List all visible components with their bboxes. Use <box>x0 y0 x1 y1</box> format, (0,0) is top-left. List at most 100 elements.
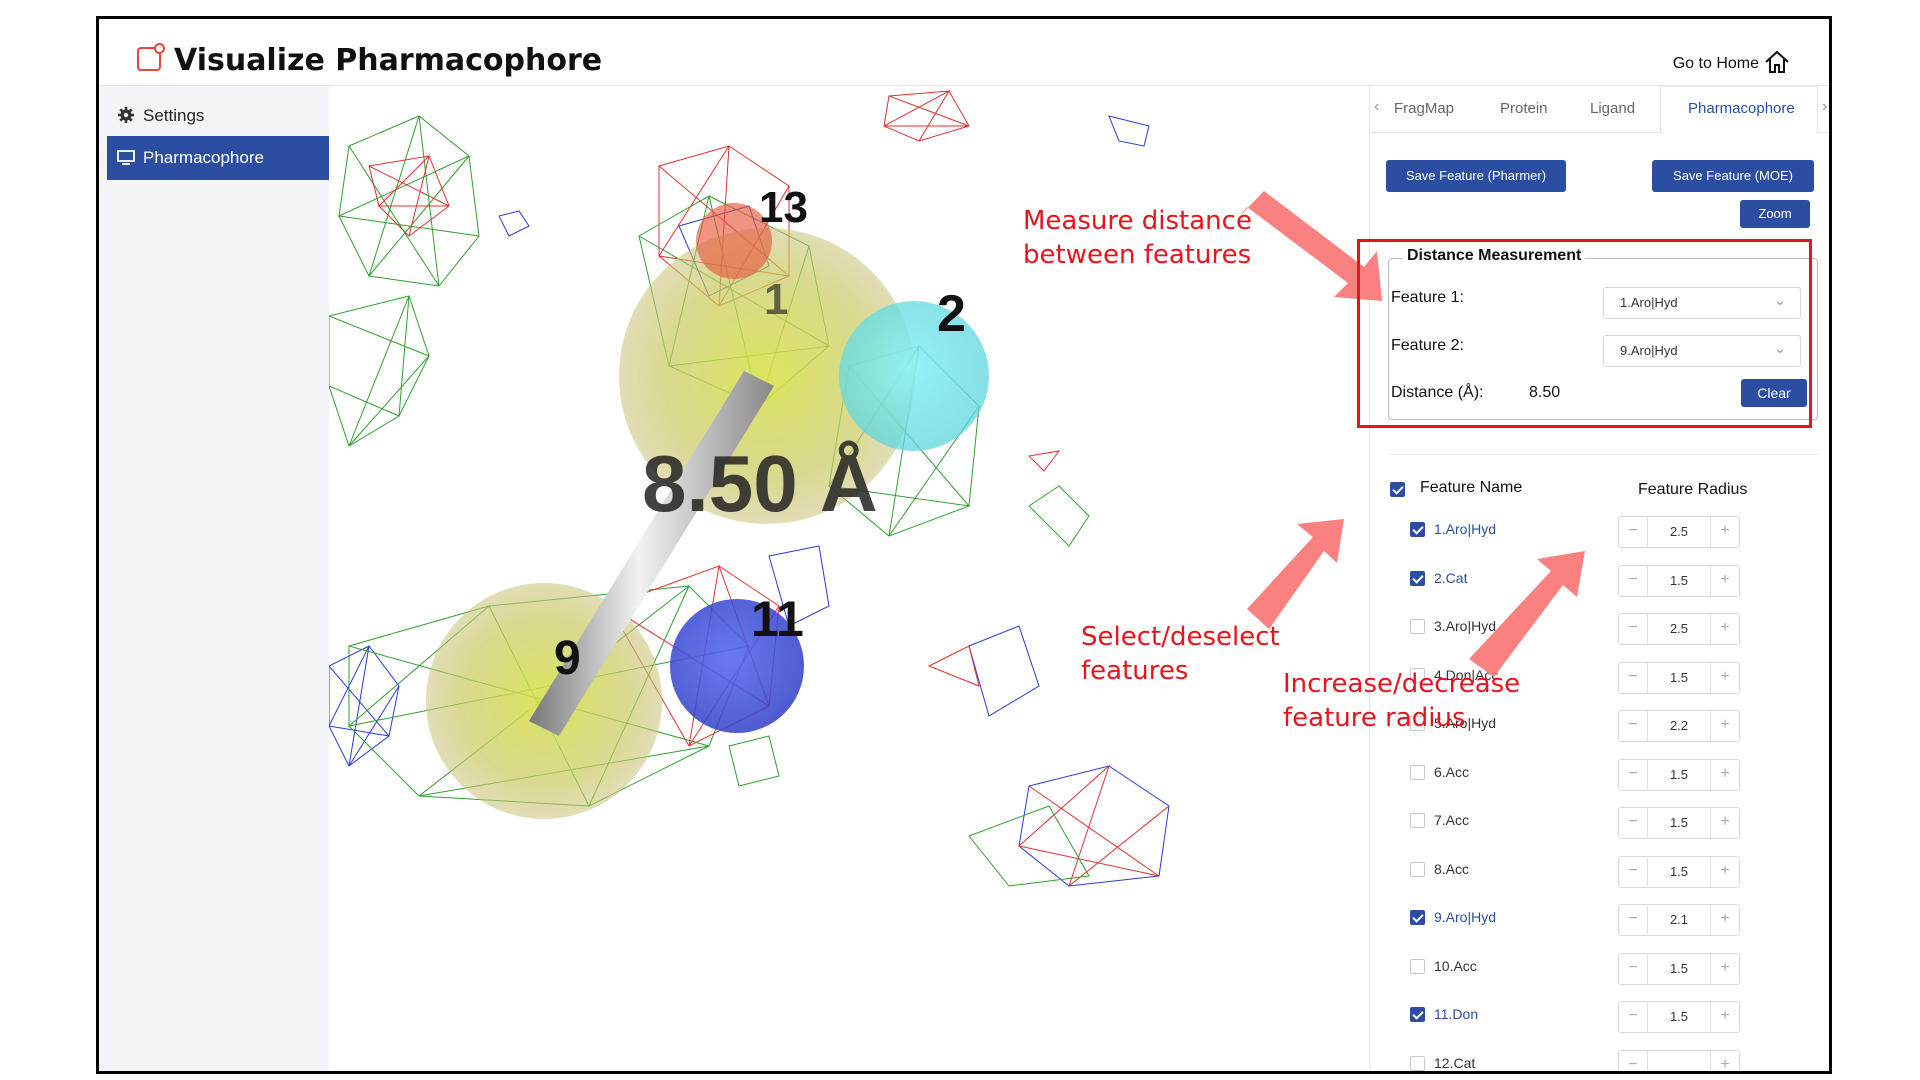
feature-radius-stepper[interactable]: − 2.1 + <box>1618 904 1740 936</box>
feature-sphere-13[interactable] <box>696 203 772 279</box>
increase-radius-button[interactable]: + <box>1710 953 1739 984</box>
feature-name[interactable]: 1.Aro|Hyd <box>1434 521 1496 537</box>
molecule-viewer[interactable]: 13 1 2 9 11 8.50 Å <box>328 86 1369 1074</box>
feature-checkbox[interactable] <box>1410 764 1425 780</box>
feature-radius-stepper[interactable]: − 1.5 + <box>1618 952 1740 985</box>
feature-radius-stepper[interactable]: −+ <box>1618 1049 1740 1071</box>
feature-checkbox[interactable] <box>1410 1007 1425 1022</box>
home-icon[interactable] <box>1763 48 1791 76</box>
decrease-radius-button[interactable]: − <box>1619 953 1648 984</box>
decrease-radius-button[interactable]: − <box>1619 1050 1648 1071</box>
app-logo-icon <box>137 43 165 71</box>
feature-radius-value[interactable]: 2.5 <box>1669 621 1689 636</box>
decrease-radius-button[interactable]: − <box>1619 808 1648 838</box>
increase-radius-button[interactable]: + <box>1710 856 1739 887</box>
feature-name[interactable]: 5.Aro|Hyd <box>1434 715 1496 731</box>
increase-radius-button[interactable]: + <box>1710 1002 1739 1032</box>
viewer-canvas[interactable]: 13 1 2 9 11 8.50 Å <box>328 86 1369 1074</box>
feature-checkbox[interactable] <box>1410 716 1425 731</box>
feature-name[interactable]: 12.Cat <box>1434 1054 1476 1071</box>
decrease-radius-button[interactable]: − <box>1619 614 1648 644</box>
feature-radius-value[interactable]: 1.5 <box>1669 863 1689 879</box>
feature-checkbox[interactable] <box>1410 619 1425 634</box>
feature-checkbox[interactable] <box>1410 570 1425 586</box>
feature-sphere-2[interactable] <box>839 301 989 451</box>
feature-checkbox[interactable] <box>1410 813 1425 828</box>
feature-name[interactable]: 6.Acc <box>1434 763 1470 780</box>
feature-checkbox[interactable] <box>1410 667 1425 683</box>
increase-radius-button[interactable]: + <box>1710 517 1739 547</box>
feature-name[interactable]: 11.Don <box>1434 1006 1479 1022</box>
feature-radius-stepper[interactable]: − 1.5 + <box>1618 564 1740 597</box>
select-all-checkbox[interactable] <box>1390 482 1405 497</box>
annotation-measure-distance: Measure distance between features <box>1023 206 1252 270</box>
save-feature-moe-button[interactable]: Save Feature (MOE) <box>1652 160 1814 192</box>
feature-name[interactable]: 2.Cat <box>1434 569 1468 586</box>
distance-rod <box>529 371 774 736</box>
increase-radius-button[interactable]: + <box>1710 905 1739 935</box>
feature-radius-value[interactable]: 1.5 <box>1669 1009 1689 1024</box>
feature-radius-stepper[interactable]: − 1.5 + <box>1618 1001 1740 1033</box>
tab-protein[interactable]: Protein <box>1500 100 1548 117</box>
tab-fragmap[interactable]: FragMap <box>1394 100 1455 117</box>
feature-name[interactable]: 8.Acc <box>1434 860 1470 877</box>
tab-next-icon[interactable]: › <box>1822 98 1828 115</box>
increase-radius-button[interactable]: + <box>1710 565 1739 596</box>
feature-radius-value[interactable]: 1.5 <box>1669 669 1689 685</box>
tab-ligand[interactable]: Ligand <box>1590 100 1636 117</box>
feature-radius-value[interactable]: 2.5 <box>1669 524 1689 539</box>
feature-checkbox[interactable] <box>1410 522 1425 537</box>
feature-checkbox[interactable] <box>1410 861 1425 877</box>
feature-sphere-1[interactable] <box>619 228 915 524</box>
increase-radius-button[interactable]: + <box>1710 808 1739 838</box>
feature-name[interactable]: 7.Acc <box>1434 812 1470 828</box>
feature-radius-value[interactable]: 1.5 <box>1669 572 1689 588</box>
feature-radius-stepper[interactable]: − 2.5 + <box>1618 516 1740 548</box>
decrease-radius-button[interactable]: − <box>1619 517 1648 547</box>
decrease-radius-button[interactable]: − <box>1619 759 1648 790</box>
go-home-link[interactable]: Go to Home <box>1672 55 1759 72</box>
feature-name[interactable]: 10.Acc <box>1434 957 1477 974</box>
feature-radius-value[interactable]: 1.5 <box>1669 960 1689 976</box>
feature-name[interactable]: 9.Aro|Hyd <box>1434 909 1496 925</box>
feature2-select[interactable]: 9.Aro|Hyd ⌄ <box>1603 335 1801 367</box>
feature-radius-value[interactable]: 2.1 <box>1669 912 1689 927</box>
sidebar-item-pharmacophore[interactable]: Pharmacophore <box>107 136 329 180</box>
feature-radius-stepper[interactable]: − 1.5 + <box>1618 661 1740 694</box>
increase-radius-button[interactable]: + <box>1710 614 1739 644</box>
decrease-radius-button[interactable]: − <box>1619 565 1648 596</box>
decrease-radius-button[interactable]: − <box>1619 856 1648 887</box>
feature-name[interactable]: 3.Aro|Hyd <box>1434 618 1496 634</box>
increase-radius-button[interactable]: + <box>1710 759 1739 790</box>
tab-pharmacophore[interactable]: Pharmacophore <box>1688 100 1795 117</box>
save-feature-pharmer-button[interactable]: Save Feature (Pharmer) <box>1386 160 1566 192</box>
increase-radius-button[interactable]: + <box>1710 711 1739 741</box>
feature-radius-stepper[interactable]: − 1.5 + <box>1618 807 1740 839</box>
feature-checkbox[interactable] <box>1410 1055 1425 1071</box>
zoom-button[interactable]: Zoom <box>1740 200 1810 228</box>
annotation-arrow-select <box>1247 519 1344 629</box>
decrease-radius-button[interactable]: − <box>1619 1002 1648 1032</box>
feature-radius-value[interactable]: 1.5 <box>1669 815 1689 830</box>
increase-radius-button[interactable]: + <box>1710 1050 1739 1071</box>
annotation-overlay <box>1239 191 1585 677</box>
decrease-radius-button[interactable]: − <box>1619 905 1648 935</box>
feature-radius-stepper[interactable]: − 1.5 + <box>1618 855 1740 888</box>
increase-radius-button[interactable]: + <box>1710 662 1739 693</box>
feature1-select[interactable]: 1.Aro|Hyd ⌄ <box>1603 287 1801 319</box>
feature-name[interactable]: 4.Don|Acc <box>1434 666 1499 683</box>
decrease-radius-button[interactable]: − <box>1619 711 1648 741</box>
feature-checkbox[interactable] <box>1410 958 1425 974</box>
sidebar-item-settings[interactable]: Settings <box>107 94 329 138</box>
clear-button[interactable]: Clear <box>1741 379 1807 407</box>
feature-radius-stepper[interactable]: − 1.5 + <box>1618 758 1740 791</box>
feature-checkbox[interactable] <box>1410 910 1425 925</box>
feature-radius-stepper[interactable]: − 2.2 + <box>1618 710 1740 742</box>
feature-radius-value[interactable]: 2.2 <box>1669 718 1689 733</box>
feature-radius-value[interactable]: 1.5 <box>1669 766 1689 782</box>
feature-radius-stepper[interactable]: − 2.5 + <box>1618 613 1740 645</box>
feature-sphere-11[interactable] <box>670 599 804 733</box>
decrease-radius-button[interactable]: − <box>1619 662 1648 693</box>
tab-prev-icon[interactable]: ‹ <box>1374 98 1380 115</box>
feature-label-2: 2 <box>937 285 966 343</box>
